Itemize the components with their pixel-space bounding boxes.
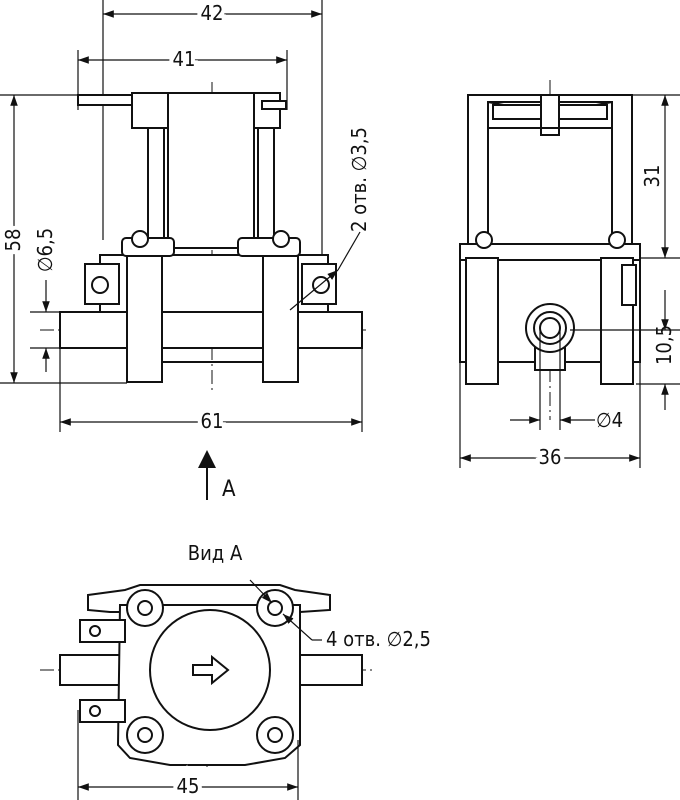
view-a-terminal-bottom (79, 699, 126, 723)
dim-diam-65-text: ∅6,5 (33, 228, 57, 272)
view-a-terminal-top (79, 619, 126, 643)
dim-36-text: 36 (539, 445, 562, 469)
dim-diam-4-text: ∅4 (596, 408, 623, 432)
side-top-tab (540, 94, 560, 136)
dim-31-text: 31 (640, 165, 664, 188)
front-pipe (59, 311, 363, 349)
view-a-hole-callout: 4 отв. ∅2,5 (326, 627, 431, 651)
front-terminal-tab (77, 94, 134, 106)
front-coil-body (167, 92, 255, 249)
side-view: 31 10,5 ∅4 36 (459, 80, 680, 473)
front-leg-left (126, 255, 163, 383)
dim-105-text: 10,5 (652, 325, 676, 365)
dim-41-text: 41 (173, 47, 196, 71)
view-a-title: Вид А (188, 541, 243, 565)
view-arrow-label: А (222, 477, 236, 502)
dim-58-text: 58 (1, 229, 25, 252)
dim-42-text: 42 (201, 1, 224, 25)
dim-61-text: 61 (201, 409, 224, 433)
dim-45-text: 45 (177, 774, 200, 798)
view-a: Вид А 4 отв. ∅2,5 (40, 541, 431, 800)
flow-arrow-icon (192, 654, 230, 686)
side-leg-left (465, 257, 499, 385)
front-hole-callout: 2 отв. ∅3,5 (347, 127, 371, 232)
front-leg-right (262, 255, 299, 383)
view-arrow-a: А (198, 450, 236, 502)
front-view: 42 41 58 (0, 0, 371, 437)
side-port-inner (539, 317, 561, 339)
